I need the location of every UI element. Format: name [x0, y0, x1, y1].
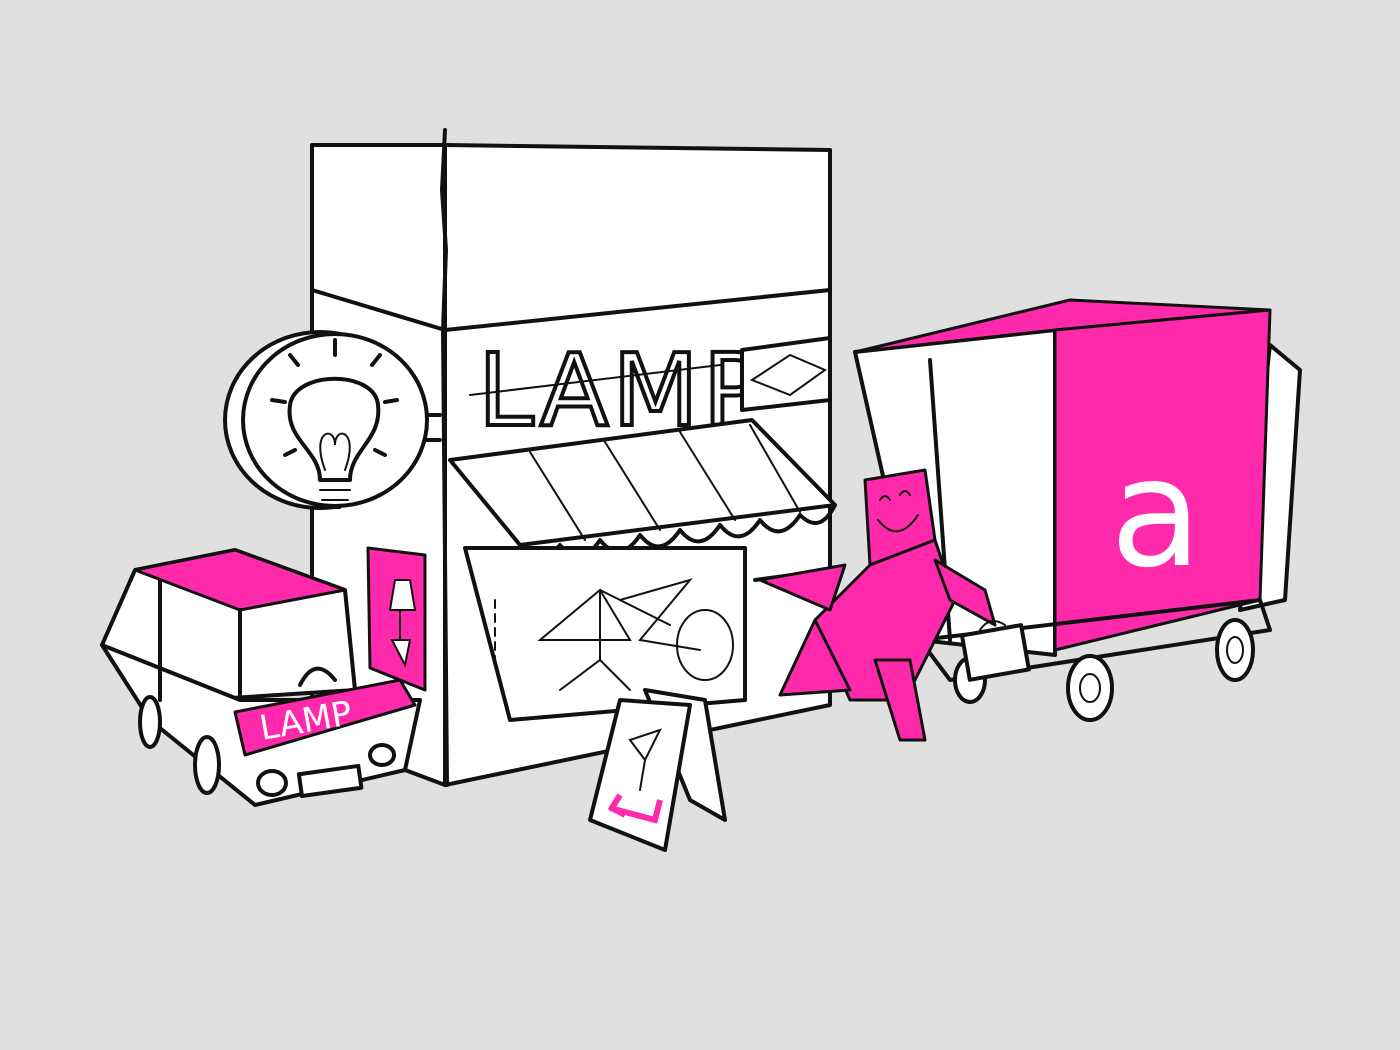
lamp-car: LAMP: [100, 548, 422, 807]
lamp-poster: [366, 546, 427, 692]
lightbulb-icon: [270, 338, 399, 509]
sidewalk-sign: [588, 688, 727, 852]
origami-person: [758, 468, 1031, 742]
truck-logo-text: a: [1110, 427, 1202, 601]
delivery-truck: a: [853, 298, 1302, 722]
lightbulb-sign: [223, 330, 442, 510]
